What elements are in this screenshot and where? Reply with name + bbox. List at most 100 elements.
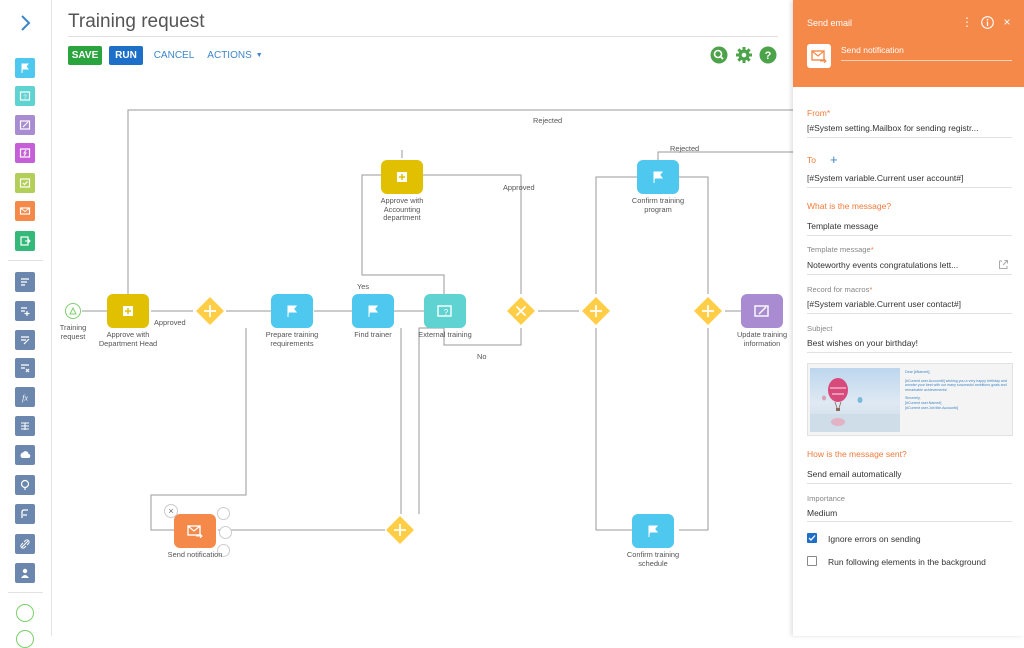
question-card-icon[interactable]: ? [15,86,35,106]
bot-icon[interactable] [15,475,35,495]
ignore-errors-checkbox[interactable] [807,533,817,543]
template-preview[interactable]: Dear [#Name#], [#Current user.Account#] … [807,363,1013,436]
link-icon[interactable] [15,534,35,554]
record-macros-field[interactable]: [#System variable.Current user contact#] [807,299,962,309]
expand-chevron-icon[interactable] [17,14,33,32]
user-icon[interactable] [15,563,35,583]
from-label: From* [807,108,831,118]
actions-button[interactable]: ACTIONS ▼ [206,46,264,65]
email-icon[interactable] [15,201,35,221]
calculation-icon[interactable] [15,416,35,436]
flow-label-approved: Approved [154,318,186,327]
flag-icon [653,171,664,183]
importance-select[interactable]: Medium [807,508,838,518]
delete-data-icon[interactable] [15,358,35,378]
from-field[interactable]: [#System setting.Mailbox for sending reg… [807,123,979,133]
email-icon [807,44,831,68]
help-icon[interactable]: ? [759,46,777,64]
run-background-checkbox[interactable] [807,556,817,566]
start-event-label: Training request [59,323,87,341]
field-underline [807,235,1012,236]
element-name-field[interactable]: Send notification [841,45,904,55]
toolbar-divider [8,592,43,593]
template-label: Template message* [807,245,874,254]
field-underline [807,352,1012,353]
approve-department-head-label: Approve with Department Head [98,330,158,348]
exit-card-icon[interactable] [15,231,35,251]
element-name-underline [841,60,1012,61]
cancel-button[interactable]: CANCEL [153,50,195,61]
parallel-gateway[interactable] [386,516,414,544]
formula-icon[interactable]: fx [15,387,35,407]
approve-accounting-label: Approve with Accounting department [380,196,424,222]
flow-label-rejected-top: Rejected [533,116,563,125]
open-link-icon[interactable] [998,257,1009,275]
preview-body: [#Current user.Account#] wishing you a v… [905,378,1007,392]
connect-arrow-icon[interactable] [219,526,232,539]
prepare-training-task[interactable] [271,294,313,328]
preview-heading: Dear [#Name#], [905,370,931,374]
subject-field[interactable]: Best wishes on your birthday! [807,338,919,348]
end-event-icon[interactable] [16,630,34,648]
flag-icon [287,305,298,317]
approve-accounting-task[interactable] [381,160,423,194]
field-underline [807,137,1012,138]
actions-label: ACTIONS [207,50,252,61]
template-field[interactable]: Noteworthy events congratulations lett..… [807,260,959,270]
sent-question-label: How is the message sent? [807,449,907,459]
flow-label-yes: Yes [357,282,370,291]
search-icon[interactable] [710,46,728,64]
question-card-icon: ? [437,305,452,317]
confirm-training-program-label: Confirm training program [631,196,685,214]
add-recipient-icon[interactable]: + [830,152,838,167]
confirm-training-schedule-label: Confirm training schedule [626,550,680,568]
user-task-icon [123,306,133,316]
check-card-icon[interactable] [15,173,35,193]
connect-arrow-icon[interactable] [217,544,230,557]
edit-card-icon[interactable] [15,115,35,135]
start-event-icon[interactable] [16,604,34,622]
exclusive-gateway[interactable] [507,297,535,325]
parallel-gateway[interactable] [694,297,722,325]
preview-signature: [#Current user.Name#] [905,400,942,405]
external-training-task[interactable]: ? [424,294,466,328]
save-button[interactable]: SAVE [68,46,102,65]
approve-department-head-task[interactable] [107,294,149,328]
subject-label: Subject [807,324,833,333]
connect-arrow-icon[interactable] [217,507,230,520]
lightning-card-icon[interactable] [15,143,35,163]
update-training-information-task[interactable] [741,294,783,328]
field-underline [807,187,1012,188]
toolbar-divider [8,260,43,261]
find-trainer-task[interactable] [352,294,394,328]
run-button[interactable]: RUN [109,46,143,65]
add-data-icon[interactable] [15,301,35,321]
web-service-icon[interactable] [15,445,35,465]
send-notification-task[interactable] [174,514,216,548]
confirm-training-program-task[interactable] [637,160,679,194]
close-icon[interactable]: × [164,504,178,518]
importance-label: Importance [807,494,845,503]
find-trainer-label: Find trainer [354,330,392,339]
send-mode-select[interactable]: Send email automatically [807,469,902,479]
flag-icon[interactable] [15,58,35,78]
flag-icon [648,525,659,537]
info-icon[interactable] [980,15,994,29]
script-icon[interactable] [15,504,35,524]
template-preview-text: Dear [#Name#], [#Current user.Account#] … [905,370,1009,410]
confirm-training-schedule-task[interactable] [632,514,674,548]
close-panel-icon[interactable]: × [1003,15,1011,29]
message-type-select[interactable]: Template message [807,221,879,231]
read-data-icon[interactable] [15,272,35,292]
parallel-gateway[interactable] [196,297,224,325]
prepare-training-label: Prepare training requirements [265,330,319,348]
modify-data-icon[interactable] [15,330,35,350]
caret-down-icon: ▼ [255,52,263,59]
gear-icon[interactable] [735,46,753,64]
to-field[interactable]: [#System variable.Current user account#] [807,173,964,183]
process-diagram-canvas[interactable]: Training request Approve with Department… [51,70,793,636]
start-event[interactable] [65,303,81,319]
more-options-icon[interactable]: ⋮ [961,15,973,29]
parallel-gateway[interactable] [582,297,610,325]
run-background-label: Run following elements in the background [828,557,986,567]
